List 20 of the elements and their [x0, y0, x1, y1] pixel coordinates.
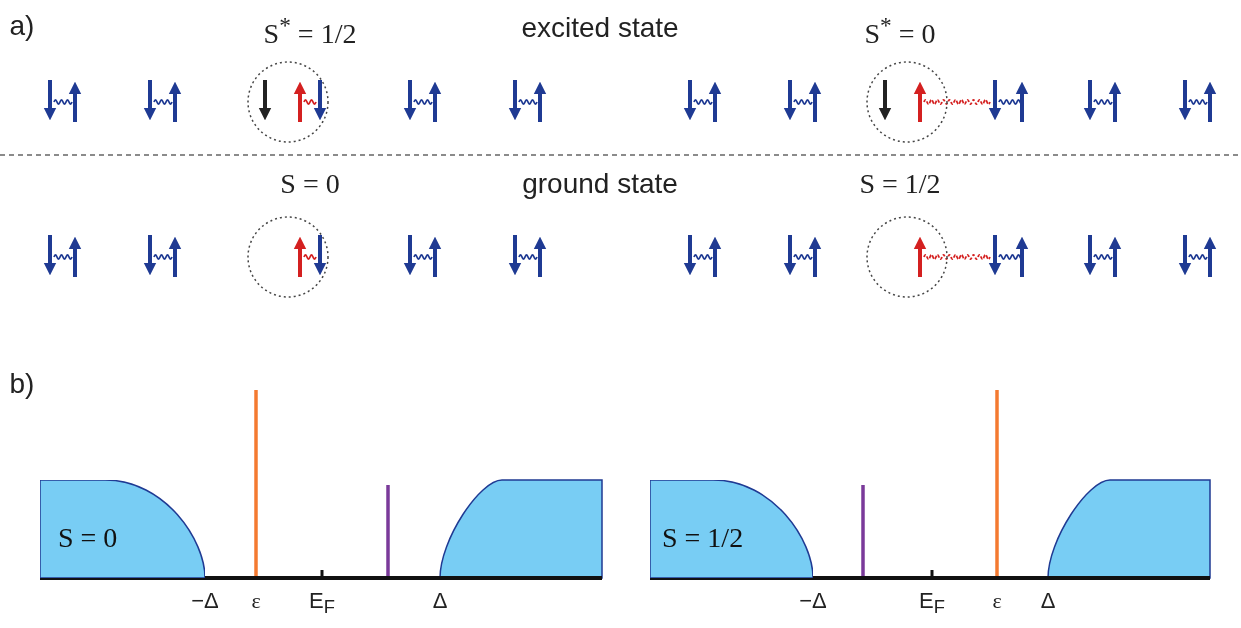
energy-label: E$_{F}$	[919, 588, 945, 619]
energy-label: ε	[251, 588, 261, 614]
spin-label: S = 1/2	[859, 168, 941, 200]
spin-label: S$^{*}$ = 0	[864, 12, 936, 51]
state-label: ground state	[522, 168, 678, 200]
energy-label: Δ	[1040, 588, 1056, 614]
energy-label: Δ	[432, 588, 448, 614]
density-of-states-area	[40, 480, 205, 578]
density-of-states-area	[650, 480, 813, 578]
state-label: excited state	[521, 12, 679, 44]
panel-label: a)	[9, 10, 35, 42]
spin-label: S = 1/2	[662, 522, 744, 554]
energy-label: −Δ	[191, 588, 219, 614]
energy-label: −Δ	[799, 588, 827, 614]
energy-label: ε	[992, 588, 1002, 614]
spin-label: S = 0	[58, 522, 118, 554]
spin-label: S$^{*}$ = 1/2	[263, 12, 357, 51]
spin-label: S = 0	[280, 168, 340, 200]
energy-label: E$_{F}$	[309, 588, 335, 619]
panel-label: b)	[9, 368, 35, 400]
